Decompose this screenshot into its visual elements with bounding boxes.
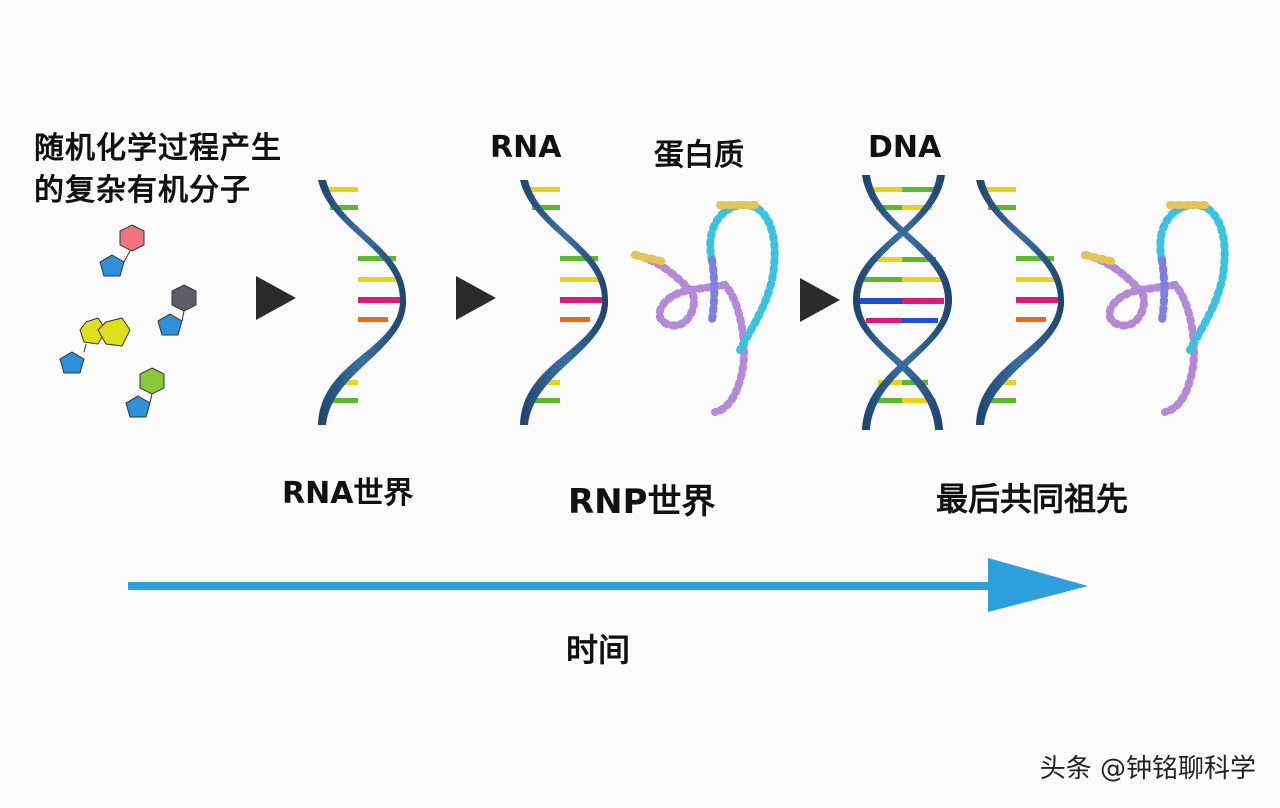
- intro-line-1: 随机化学过程产生: [34, 131, 282, 166]
- intro-line-2: 的复杂有机分子: [34, 173, 251, 208]
- rna-strand-3: [976, 180, 1065, 425]
- molecule-pink: [99, 224, 145, 277]
- dna-double-helix: [853, 175, 952, 430]
- rna-label: RNA: [490, 130, 562, 165]
- time-label: 时间: [566, 631, 631, 669]
- intro-text: 随机化学过程产生 的复杂有机分子: [34, 128, 282, 212]
- protein-chain-1: [631, 200, 779, 416]
- rna-strand-1: [318, 180, 407, 425]
- arrow-icon-2: [456, 276, 496, 320]
- rnp-world-label: RNP世界: [568, 482, 716, 522]
- organic-molecules: [59, 224, 197, 418]
- last-common-ancestor-label: 最后共同祖先: [936, 480, 1129, 518]
- molecule-gray: [157, 284, 197, 336]
- timeline-arrow: [128, 558, 1088, 612]
- rna-strand-2: [520, 180, 609, 425]
- rna-world-label: RNA世界: [282, 476, 414, 511]
- protein-label: 蛋白质: [654, 138, 744, 173]
- protein-chain-2: [1081, 200, 1229, 416]
- molecule-green: [125, 367, 165, 418]
- arrow-icon-1: [256, 276, 296, 320]
- molecule-yellow: [59, 317, 131, 374]
- watermark: 头条 @钟铭聊科学: [1039, 754, 1256, 784]
- dna-label: DNA: [868, 130, 942, 165]
- arrow-icon-3: [800, 278, 840, 322]
